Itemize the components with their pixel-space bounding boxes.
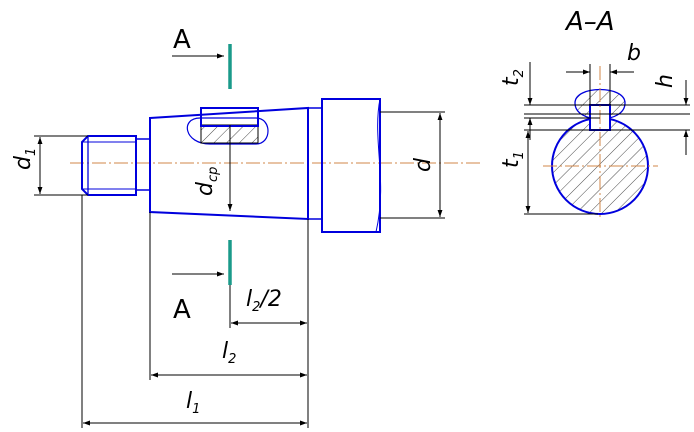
l1-subscript: 1 — [192, 402, 200, 417]
d1-subscript: 1 — [24, 148, 39, 156]
l2-half-suffix: /2 — [258, 287, 281, 312]
shaft-main-view: A A d1 d dcp — [11, 25, 480, 428]
section-view: A–A b t2 t1 — [499, 7, 690, 220]
d-label: d — [411, 157, 436, 172]
dim-dcp: dcp — [193, 125, 233, 211]
t1-label: t — [499, 158, 524, 168]
dcp-subscript: cp — [206, 167, 221, 182]
svg-text:d1: d1 — [11, 148, 39, 170]
svg-text:l1: l1 — [186, 389, 200, 417]
t2-label: t — [499, 76, 524, 86]
section-marker-top: A — [172, 25, 232, 89]
shoulder — [321, 98, 382, 233]
l2-half-label: l — [246, 287, 252, 312]
l1-label: l — [186, 389, 192, 414]
t2-subscript: 2 — [512, 69, 527, 77]
dim-l2-half: l2/2 — [231, 287, 307, 326]
b-label: b — [627, 41, 641, 66]
t1-subscript: 1 — [512, 151, 527, 159]
threaded-end — [81, 135, 151, 196]
section-title: A–A — [564, 7, 615, 37]
section-letter-bottom: A — [173, 295, 191, 325]
svg-text:l2: l2 — [222, 339, 236, 367]
l2-subscript: 2 — [228, 352, 236, 367]
section-letter-top: A — [173, 25, 191, 55]
svg-text:t2: t2 — [499, 69, 527, 86]
dim-l1: l1 — [83, 389, 307, 426]
d1-label: d — [11, 155, 36, 170]
dcp-label: d — [193, 181, 218, 196]
svg-text:l2/2: l2/2 — [246, 287, 282, 315]
dim-d1: d1 — [11, 135, 88, 196]
l2-half-subscript: 2 — [252, 300, 260, 315]
dim-d: d — [380, 111, 445, 219]
dim-l2: l2 — [151, 339, 307, 378]
svg-text:dcp: dcp — [193, 167, 221, 196]
l2-label: l — [222, 339, 228, 364]
svg-text:t1: t1 — [499, 151, 527, 168]
section-marker-bottom: A — [172, 240, 232, 325]
h-label: h — [653, 74, 678, 88]
